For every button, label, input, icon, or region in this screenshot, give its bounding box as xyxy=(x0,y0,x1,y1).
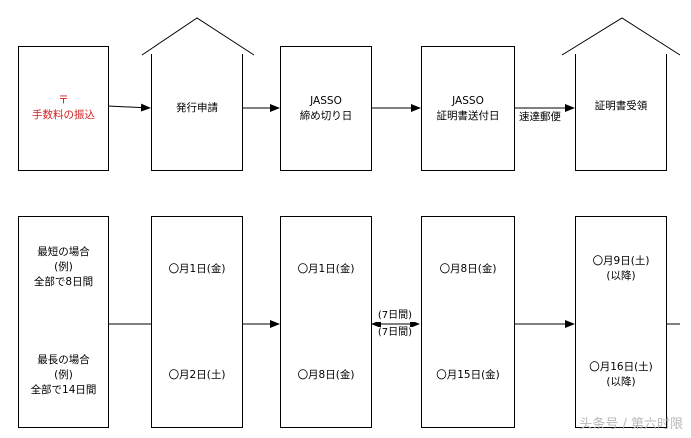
deadline-label: JASSO 締め切り日 xyxy=(280,92,372,126)
receipt-label: 証明書受領 xyxy=(575,97,667,115)
shortest-apply-date: 〇月1日(金) xyxy=(168,262,226,275)
deadline-line-2: 締め切り日 xyxy=(299,110,353,122)
shortest-example: (例) xyxy=(54,260,73,273)
fee-text: 手数料の振込 xyxy=(32,109,95,121)
receipt-box xyxy=(575,54,667,171)
receipt-text: 証明書受領 xyxy=(594,99,648,112)
interval-label-bottom: (7日間) xyxy=(373,327,417,339)
express-mail-label: 速達郵便 xyxy=(519,109,561,124)
fee-box xyxy=(18,46,109,171)
apply-text: 発行申請 xyxy=(176,101,218,114)
apply-date-box xyxy=(151,216,243,428)
deadline-date-box xyxy=(280,216,372,428)
longest-total: 全部で14日間 xyxy=(30,383,97,396)
shortest-receipt-line-2: (以降) xyxy=(606,270,636,282)
longest-apply-date: 〇月2日(土) xyxy=(168,368,226,381)
apply-box xyxy=(151,54,243,171)
interval-label-top: (7日間) xyxy=(373,310,417,322)
longest-deadline-date: 〇月8日(金) xyxy=(297,368,355,381)
longest-receipt-line-1: 〇月16日(土) xyxy=(589,361,653,373)
shipping-line-1: JASSO xyxy=(452,95,484,107)
longest-shipping-date: 〇月15日(金) xyxy=(436,368,500,381)
shortest-receipt-line-1: 〇月9日(土) xyxy=(592,255,650,267)
deadline-line-1: JASSO xyxy=(310,95,342,107)
arrow-fee-apply xyxy=(107,103,151,112)
fee-label: 〒 手数料の振込 xyxy=(18,90,109,126)
deadline-box xyxy=(280,46,372,171)
shortest-title: 最短の場合 xyxy=(37,245,90,258)
case-box xyxy=(18,216,109,428)
watermark: 头条号 / 第六时限 xyxy=(579,417,683,432)
roof-apply xyxy=(141,17,255,56)
receipt-date-box xyxy=(575,216,667,428)
longest-receipt-line-2: (以降) xyxy=(606,376,636,388)
shipping-label: JASSO 証明書送付日 xyxy=(421,92,515,126)
longest-case-label: 最長の場合 (例) 全部で14日間 xyxy=(18,351,109,399)
longest-receipt-date: 〇月16日(土) (以降) xyxy=(575,359,667,391)
shipping-line-2: 証明書送付日 xyxy=(436,110,500,122)
roof-receipt xyxy=(561,17,681,56)
shortest-shipping-date: 〇月8日(金) xyxy=(439,262,497,275)
postal-mark-icon: 〒 xyxy=(58,94,69,106)
shortest-total: 全部で8日間 xyxy=(33,275,94,288)
shortest-receipt-date: 〇月9日(土) (以降) xyxy=(575,253,667,285)
shipping-date-box xyxy=(421,216,515,428)
shipping-box xyxy=(421,46,515,171)
longest-title: 最長の場合 xyxy=(37,353,90,366)
shortest-case-label: 最短の場合 (例) 全部で8日間 xyxy=(18,243,109,291)
longest-example: (例) xyxy=(54,368,73,381)
shortest-deadline-date: 〇月1日(金) xyxy=(297,262,355,275)
apply-label: 発行申請 xyxy=(151,99,243,117)
